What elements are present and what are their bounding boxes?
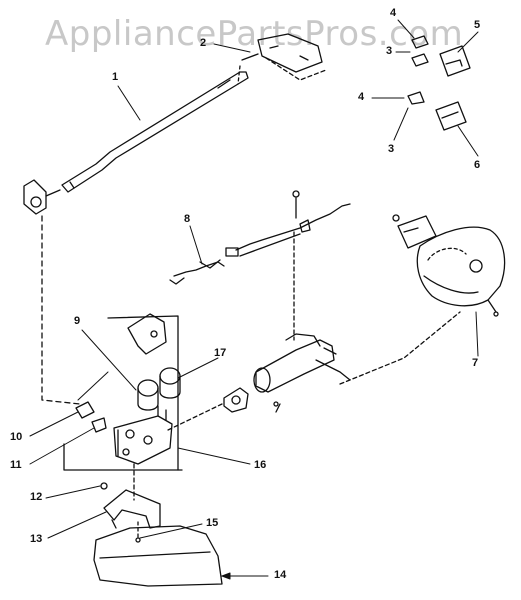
callout-13: 13 (30, 533, 43, 545)
gas-valve (63, 405, 183, 471)
leader-lines (29, 19, 479, 580)
terminals-connectors (407, 35, 471, 131)
callout-16: 16 (254, 459, 267, 471)
burner-tube (61, 65, 249, 193)
callout-8: 8 (184, 213, 191, 225)
callout-12: 12 (30, 491, 43, 503)
fittings (41, 215, 107, 433)
callout-14: 14 (274, 569, 287, 581)
callout-11: 11 (10, 459, 22, 471)
tube-bracket (241, 33, 327, 81)
orifice-bracket (23, 179, 61, 215)
callout-10: 10 (10, 431, 23, 443)
callout-4-top: 4 (390, 7, 397, 19)
callout-3-bottom: 3 (388, 143, 395, 155)
callout-1: 1 (112, 71, 119, 83)
valve-bracket (100, 463, 161, 543)
cover-panel (93, 525, 223, 587)
callout-17: 17 (214, 347, 227, 359)
callout-15: 15 (206, 517, 219, 529)
callout-3-top: 3 (386, 45, 393, 57)
callout-5: 5 (474, 19, 481, 31)
solenoid-coils (107, 313, 181, 471)
wire-harness (169, 190, 351, 341)
callout-4-bottom: 4 (358, 91, 365, 103)
burner-assembly (167, 311, 461, 431)
shield-assembly (392, 214, 506, 317)
callout-7: 7 (472, 357, 479, 369)
watermark: AppliancePartsPros.com (45, 14, 464, 54)
callout-9: 9 (74, 315, 81, 327)
callout-2: 2 (200, 37, 207, 49)
callout-6: 6 (474, 159, 481, 171)
